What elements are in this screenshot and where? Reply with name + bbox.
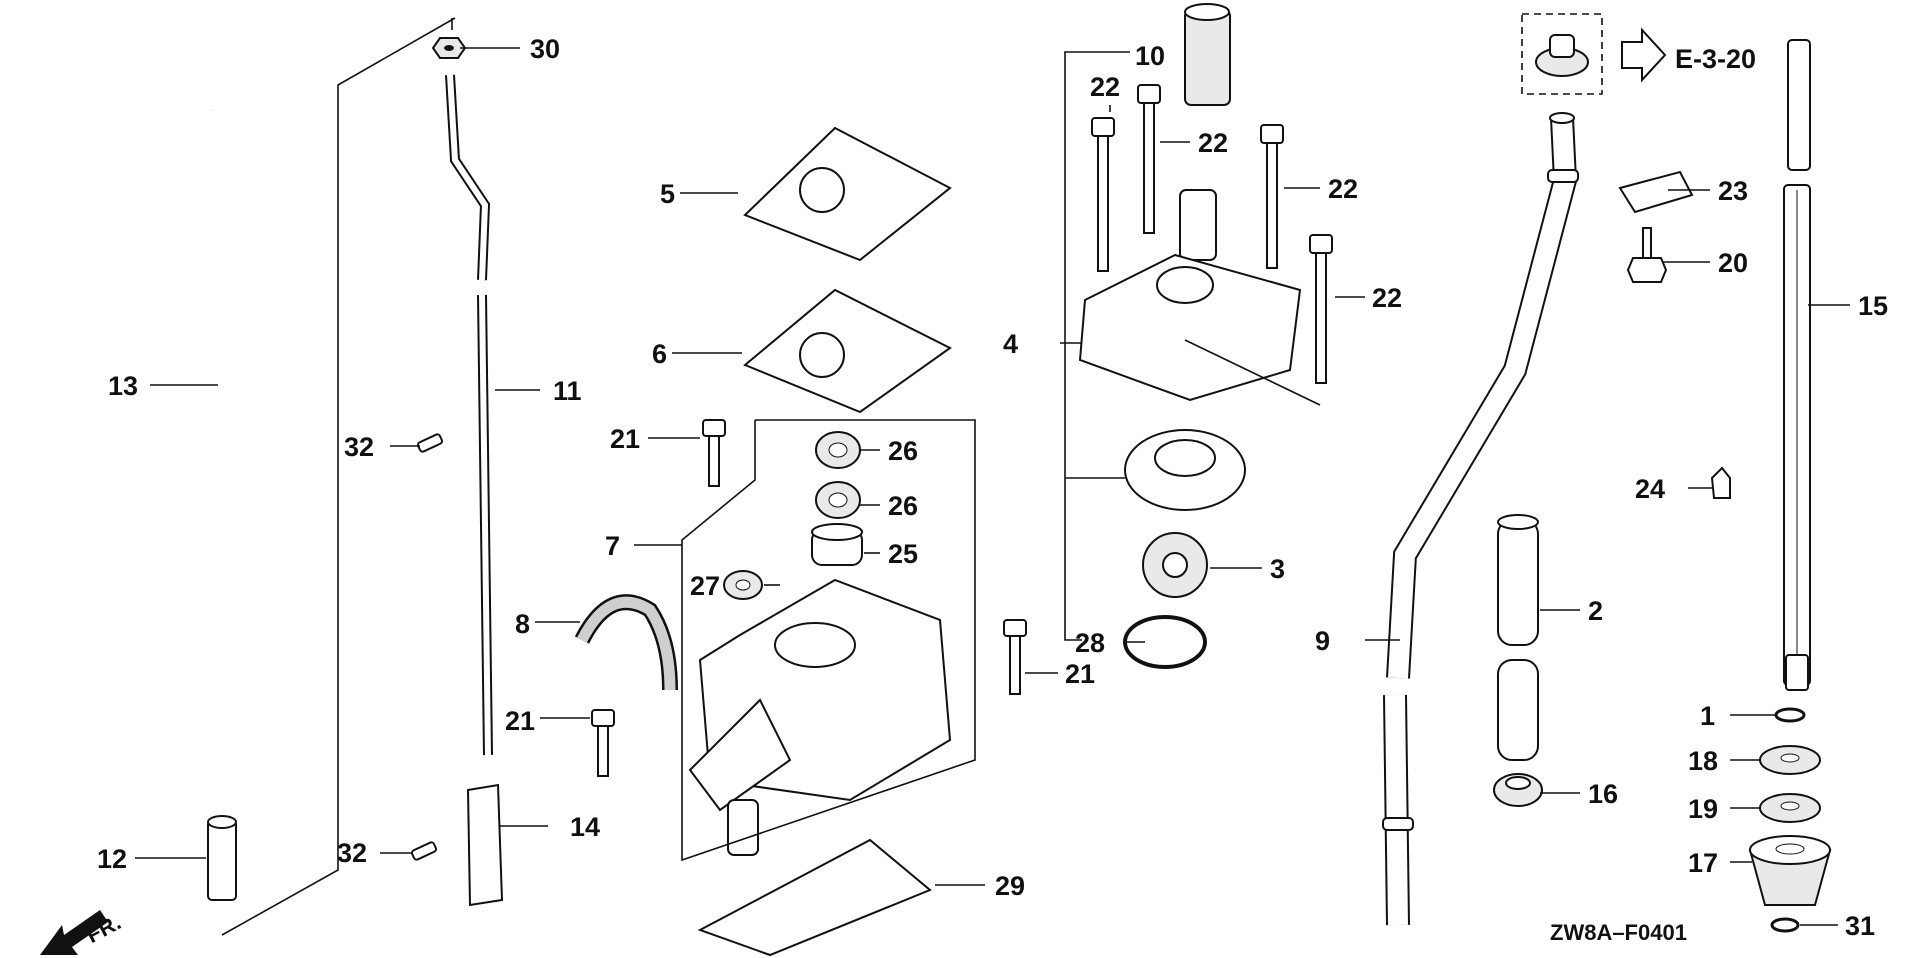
arrow-ref — [1621, 27, 1667, 83]
callout-22a: 22 — [1090, 72, 1120, 102]
callout-26a: 26 — [888, 436, 918, 466]
callout-10: 10 — [1135, 41, 1165, 71]
pin-32a — [416, 433, 444, 453]
callout-27: 27 — [690, 571, 720, 601]
callout-23: 23 — [1718, 176, 1748, 206]
bolt-22b — [1137, 84, 1161, 234]
forward-arrow-icon — [40, 910, 108, 955]
callout-2: 2 — [1588, 596, 1603, 626]
bolt-22a — [1091, 117, 1115, 272]
callout-22d: 22 — [1372, 283, 1402, 313]
gasket-6 — [743, 288, 952, 414]
callout-17: 17 — [1688, 848, 1718, 878]
callout-5: 5 — [660, 179, 675, 209]
callout-9: 9 — [1315, 626, 1330, 656]
direction-label: FR. — [82, 909, 125, 948]
callout-11: 11 — [553, 376, 582, 406]
callout-16: 16 — [1588, 779, 1618, 809]
diagram-code: ZW8A–F0401 — [1550, 920, 1687, 945]
callout-21c: 21 — [1065, 659, 1095, 689]
callout-30: 30 — [530, 34, 560, 64]
callout-24: 24 — [1635, 474, 1665, 504]
bolt-20 — [1626, 227, 1668, 283]
callout-32a: 32 — [344, 432, 374, 462]
callout-15: 15 — [1858, 291, 1888, 321]
seal-8 — [574, 594, 678, 691]
callout-14: 14 — [570, 812, 600, 842]
pump-housing-4 — [1078, 189, 1302, 402]
callout-32b: 32 — [337, 838, 367, 868]
spacer-12 — [207, 815, 237, 901]
reference-label: E-3-20 — [1675, 44, 1756, 74]
gasket-29 — [697, 838, 932, 957]
circlip-31 — [1770, 917, 1800, 933]
bolt-22d — [1309, 234, 1333, 384]
clip-14 — [466, 783, 504, 907]
grommet-reference — [1521, 13, 1603, 95]
water-tube-9 — [1382, 112, 1579, 926]
tube-10 — [1184, 3, 1231, 106]
callout-8: 8 — [515, 609, 530, 639]
shaft-15 — [1783, 39, 1811, 691]
callout-labels: 13 12 32 32 11 14 30 5 6 21 7 8 21 26 26… — [97, 34, 1888, 941]
impeller-3 — [1142, 532, 1208, 598]
water-tube-2 — [1497, 514, 1539, 761]
callout-21b: 21 — [505, 706, 535, 736]
callout-26b: 26 — [888, 491, 918, 521]
callout-7: 7 — [605, 531, 620, 561]
liner-impeller-housing — [1124, 429, 1246, 511]
washer-18 — [1759, 745, 1821, 775]
callout-31: 31 — [1845, 911, 1875, 941]
callout-21a: 21 — [610, 424, 640, 454]
callout-6: 6 — [652, 339, 667, 369]
plate-23 — [1618, 170, 1694, 214]
nut-30 — [431, 37, 467, 59]
leader-lines — [135, 47, 1850, 926]
bearing-25 — [811, 523, 863, 566]
pin-32b — [410, 841, 438, 861]
circlip-1 — [1774, 707, 1806, 723]
bolt-22c — [1260, 124, 1284, 269]
plate-5 — [743, 126, 952, 262]
bolt-21b — [591, 709, 615, 777]
callout-3: 3 — [1270, 554, 1285, 584]
callout-18: 18 — [1688, 746, 1718, 776]
callout-1: 1 — [1700, 701, 1715, 731]
bolt-21c — [1003, 619, 1027, 695]
callout-19: 19 — [1688, 794, 1718, 824]
gear-17 — [1748, 835, 1832, 906]
callout-28: 28 — [1075, 628, 1105, 658]
seal-16 — [1493, 773, 1543, 807]
bearing-26b — [815, 481, 861, 519]
callout-4: 4 — [1003, 329, 1018, 359]
seal-27 — [723, 570, 763, 600]
shift-rod-11 — [445, 74, 493, 756]
callout-25: 25 — [888, 539, 918, 569]
pump-case-7 — [688, 578, 952, 856]
callout-29: 29 — [995, 871, 1025, 901]
callout-12: 12 — [97, 844, 127, 874]
callout-20: 20 — [1718, 248, 1748, 278]
clip-24 — [1710, 466, 1731, 499]
callout-22b: 22 — [1198, 128, 1228, 158]
shift-rod-13 — [178, 90, 235, 820]
bearing-26a — [815, 431, 861, 469]
callout-13: 13 — [108, 371, 138, 401]
bolt-21a — [702, 419, 726, 487]
callout-22c: 22 — [1328, 174, 1358, 204]
washer-19 — [1759, 793, 1821, 823]
